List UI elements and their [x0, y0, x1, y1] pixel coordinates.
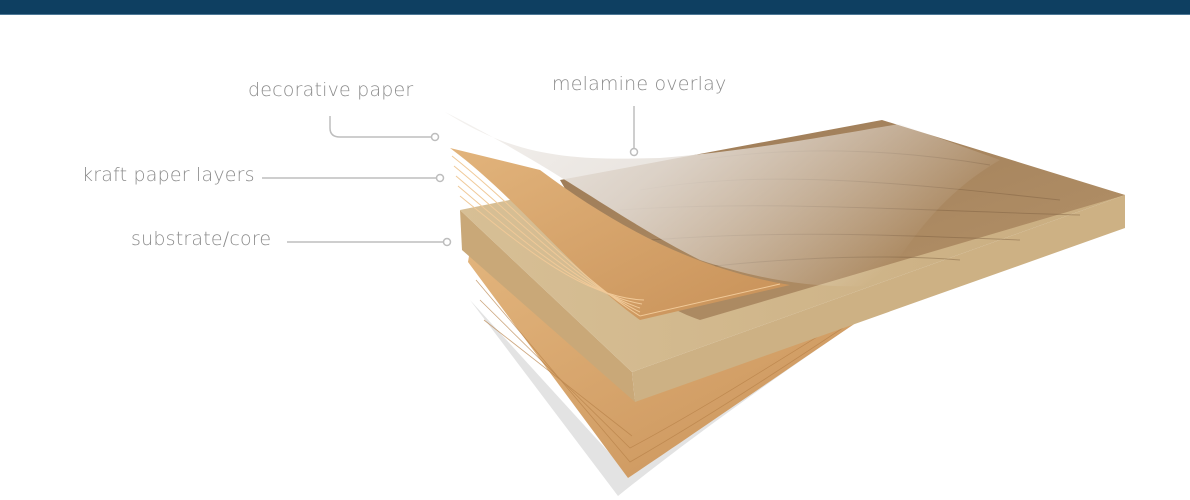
label-kraft-paper-layers: kraft paper layers: [82, 164, 255, 186]
bottom-kraft-layers: [468, 250, 905, 478]
leader-dot: [435, 173, 445, 183]
substrate-front-face: [632, 195, 1125, 402]
melamine-overlay-sheet: [445, 112, 1000, 287]
upper-kraft-layers: [450, 148, 790, 320]
leader-dot: [442, 237, 452, 247]
label-melamine-overlay: melamine overlay: [552, 73, 727, 95]
label-decorative-paper: decorative paper: [248, 79, 414, 101]
header-bar: [0, 0, 1190, 15]
leader-dot: [629, 147, 639, 157]
shadow: [470, 300, 890, 496]
leader-dot: [430, 132, 440, 142]
label-substrate-core: substrate/core: [131, 228, 272, 250]
leader-decorative-paper: [329, 116, 431, 138]
substrate-left-face: [460, 210, 635, 402]
